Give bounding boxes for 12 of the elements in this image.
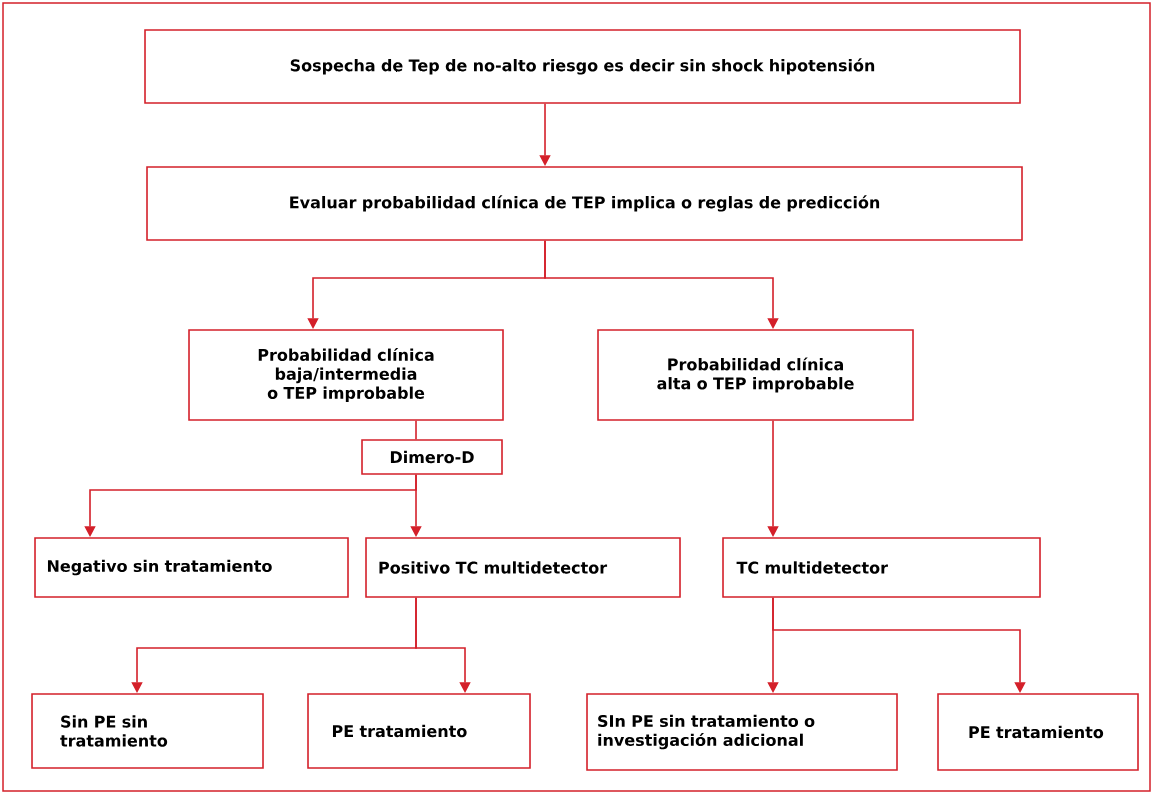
process-box: Dimero-D bbox=[361, 439, 503, 475]
process-box: PE tratamiento bbox=[307, 693, 531, 769]
process-box: Negativo sin tratamiento bbox=[34, 537, 349, 598]
process-box: Sospecha de Tep de no-alto riesgo es decir sin shock hipotensión bbox=[144, 29, 1021, 104]
process-box: Probabilidad clínica alta o TEP improbable bbox=[597, 329, 914, 421]
process-box: PE tratamiento bbox=[937, 693, 1139, 771]
process-box: Evaluar probabilidad clínica de TEP implica o reglas de predicción bbox=[146, 166, 1023, 241]
process-box: Sin PE sin tratamiento bbox=[31, 693, 264, 769]
process-box: Probabilidad clínica baja/intermedia o TEP improbable bbox=[188, 329, 504, 421]
process-box: TC multidetector bbox=[722, 537, 1041, 598]
process-box: Positivo TC multidetector bbox=[365, 537, 681, 598]
process-box: SIn PE sin tratamiento o investigación adicional bbox=[586, 693, 898, 771]
